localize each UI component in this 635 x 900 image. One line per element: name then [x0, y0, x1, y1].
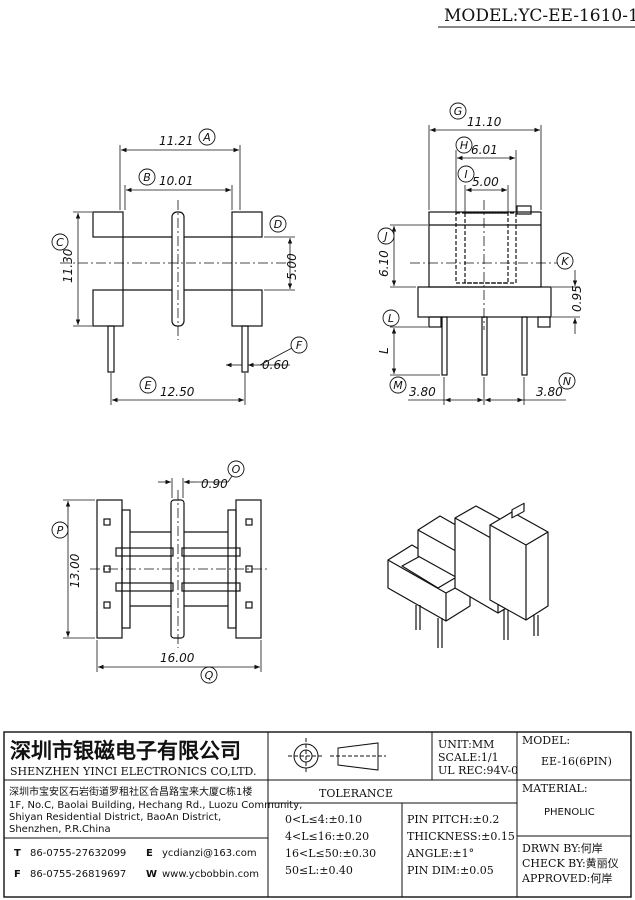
balloon-q: Q: [200, 666, 218, 684]
balloon-g: G: [449, 102, 467, 120]
company-name-en: SHENZHEN YINCI ELECTRONICS CO,LTD.: [10, 765, 256, 778]
balloon-m: M: [389, 376, 407, 394]
address-cn: 深圳市宝安区石岩街道罗租社区合昌路宝来大厦C栋1楼: [9, 785, 252, 798]
model-header: MODEL:YC-EE-1610-1: [444, 6, 635, 26]
drawn-by: DRWN BY:何岸: [522, 842, 603, 855]
dim-j: 6.10: [377, 250, 391, 277]
scale-text: SCALE:1/1: [438, 751, 499, 764]
ul-rec-text: UL REC:94V-0: [438, 764, 518, 777]
approved-by: APPROVED:何岸: [521, 872, 612, 885]
balloon-j: J: [377, 227, 395, 245]
dim-d: 5.00: [285, 253, 299, 280]
dim-i: 5.00: [472, 175, 499, 189]
pin-pitch-tolerance: PIN PITCH:±0.2: [407, 813, 499, 826]
email-address: ycdianzi@163.com: [162, 848, 257, 859]
tolerance-row-4: 50≤L:±0.40: [285, 864, 353, 877]
dim-q: 16.00: [160, 651, 195, 665]
balloon-b: B: [138, 168, 156, 186]
tolerance-row-2: 4<L≤16:±0.20: [285, 830, 369, 843]
balloon-f: F: [290, 336, 308, 354]
balloon-o: O: [227, 460, 245, 478]
balloon-e: E: [139, 376, 157, 394]
tel-label: T: [14, 848, 21, 859]
svg-text:J: J: [382, 230, 387, 243]
balloon-d: D: [269, 215, 287, 233]
dim-g: 11.10: [467, 115, 502, 129]
dim-p: 13.00: [68, 553, 82, 588]
company-name-cn: 深圳市银磁电子有限公司: [10, 738, 241, 763]
svg-text:O: O: [232, 463, 241, 476]
model-value: EE-16(6PIN): [541, 755, 612, 768]
balloon-h: H: [455, 136, 473, 154]
tolerance-row-3: 16<L≤50:±0.30: [285, 847, 376, 860]
tolerance-row-1: 0<L≤4:±0.10: [285, 813, 362, 826]
dim-f: 0.60: [262, 358, 289, 372]
dim-c: 11.30: [61, 248, 75, 283]
svg-text:D: D: [274, 218, 282, 231]
svg-text:E: E: [145, 379, 152, 392]
balloon-c: C: [51, 233, 69, 251]
angle-tolerance: ANGLE:±1°: [406, 847, 474, 860]
svg-text:A: A: [202, 131, 211, 144]
unit-text: UNIT:MM: [438, 738, 494, 751]
svg-text:Q: Q: [205, 669, 214, 682]
dim-e: 12.50: [160, 385, 195, 399]
svg-text:L: L: [388, 312, 394, 325]
address-en-1: 1F, No.C, Baolai Building, Hechang Rd., …: [9, 800, 302, 811]
fax-number: 86-0755-26819697: [30, 869, 126, 880]
svg-text:G: G: [454, 105, 463, 118]
pin-dim-tolerance: PIN DIM:±0.05: [407, 864, 494, 877]
dim-h: 6.01: [471, 143, 498, 157]
dim-m: 3.80: [409, 385, 436, 399]
material-value: PHENOLIC: [544, 807, 595, 818]
email-label: E: [146, 848, 153, 859]
dim-o: 0.90: [201, 477, 228, 491]
balloon-p: P: [51, 521, 69, 539]
title-block: [3, 731, 632, 898]
svg-text:P: P: [57, 524, 64, 537]
front-view: [60, 200, 290, 373]
svg-text:C: C: [56, 236, 64, 249]
address-en-3: Shenzhen, P.R.China: [9, 824, 111, 835]
tolerance-title: TOLERANCE: [319, 787, 393, 800]
svg-text:M: M: [393, 379, 403, 392]
bottom-view: [90, 490, 270, 648]
dim-a: 11.21: [159, 134, 193, 148]
address-en-2: Shiyan Residential District, BaoAn Distr…: [9, 812, 221, 823]
isometric-view: [387, 502, 549, 648]
check-by: CHECK BY:黄丽仪: [522, 856, 619, 870]
web-label: W: [146, 869, 157, 880]
svg-text:B: B: [143, 171, 151, 184]
svg-text:H: H: [460, 139, 468, 152]
balloon-k: K: [556, 252, 574, 270]
side-view: [410, 200, 560, 376]
fax-label: F: [14, 869, 21, 880]
balloon-a: A: [198, 128, 216, 146]
svg-text:K: K: [561, 255, 569, 268]
projection-symbol-icon: [288, 738, 386, 774]
balloon-n: N: [558, 372, 576, 390]
balloon-l: L: [382, 309, 400, 327]
svg-text:F: F: [296, 339, 303, 352]
model-label: MODEL:: [522, 734, 570, 747]
thickness-tolerance: THICKNESS:±0.15: [407, 830, 515, 843]
dim-n: 3.80: [536, 385, 563, 399]
material-label: MATERIAL:: [522, 782, 588, 795]
web-address: www.ycbobbin.com: [162, 869, 259, 880]
balloon-layer: A B C D E F G H I J K L M N O P Q: [51, 102, 576, 684]
dim-k: 0.95: [570, 285, 584, 312]
dim-l: L: [377, 347, 391, 354]
balloon-i: I: [457, 165, 475, 183]
svg-text:N: N: [563, 375, 571, 388]
svg-text:I: I: [464, 168, 467, 181]
dim-b: 10.01: [159, 174, 193, 188]
tel-number: 86-0755-27632099: [30, 848, 126, 859]
